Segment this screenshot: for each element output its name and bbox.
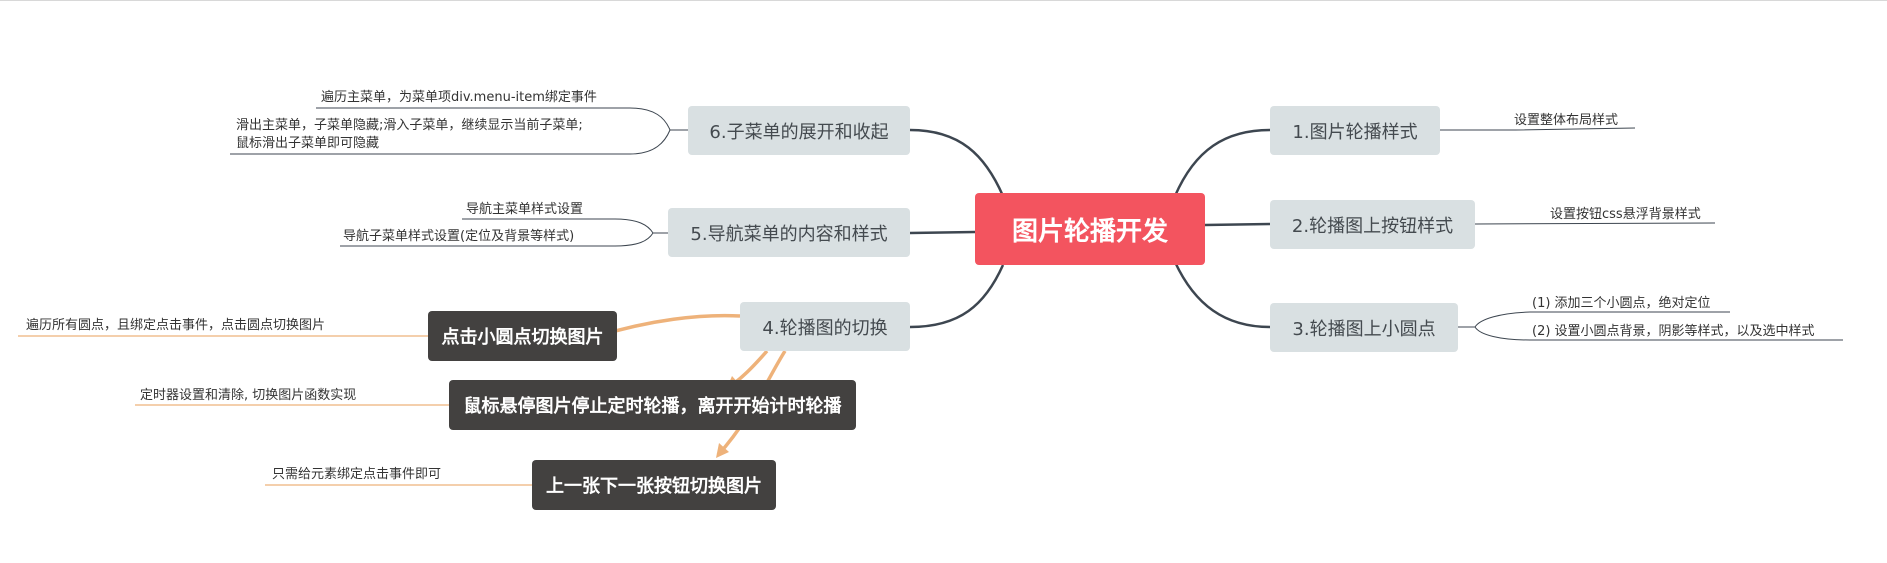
leaf-line-5a bbox=[462, 218, 668, 234]
note-hover-pause: 定时器设置和清除, 切换图片函数实现 bbox=[140, 388, 357, 403]
leaf-line-5b bbox=[340, 232, 654, 247]
leaf-line-3a bbox=[1458, 311, 1730, 328]
note-1: 设置整体布局样式 bbox=[1514, 113, 1619, 128]
link-center-1 bbox=[1173, 128, 1271, 197]
arrow-to-dots bbox=[597, 313, 741, 338]
topic-6[interactable]: 6.子菜单的展开和收起 bbox=[688, 106, 910, 155]
link-center-6 bbox=[909, 128, 1005, 197]
center-topic[interactable]: 图片轮播开发 bbox=[975, 193, 1205, 265]
topic-4[interactable]: 4.轮播图的切换 bbox=[740, 302, 910, 351]
subtopic-click-dots[interactable]: 点击小圆点切换图片 bbox=[428, 311, 617, 361]
link-center-5 bbox=[909, 230, 976, 235]
leaf-line-1 bbox=[1440, 127, 1636, 131]
link-center-4 bbox=[909, 264, 1005, 329]
note-prev-next: 只需给元素绑定点击事件即可 bbox=[272, 467, 442, 482]
note-6a: 遍历主菜单，为菜单项div.menu-item绑定事件 bbox=[321, 90, 597, 105]
note-5b: 导航子菜单样式设置(定位及背景等样式) bbox=[343, 229, 575, 244]
topic-3[interactable]: 3.轮播图上小圆点 bbox=[1270, 303, 1458, 352]
topic-1[interactable]: 1.图片轮播样式 bbox=[1270, 106, 1440, 155]
subtopic-hover-pause[interactable]: 鼠标悬停图片停止定时轮播，离开开始计时轮播 bbox=[449, 380, 856, 430]
leaf-line-3b bbox=[1474, 326, 1843, 341]
note-2: 设置按钮css悬浮背景样式 bbox=[1550, 207, 1701, 222]
note-3a: (1) 添加三个小圆点，绝对定位 bbox=[1532, 296, 1711, 311]
note-3b: (2) 设置小圆点背景，阴影等样式，以及选中样式 bbox=[1532, 324, 1815, 339]
topic-5[interactable]: 5.导航菜单的内容和样式 bbox=[668, 208, 910, 257]
link-center-2 bbox=[1204, 222, 1271, 227]
topic-2[interactable]: 2.轮播图上按钮样式 bbox=[1270, 200, 1475, 249]
note-click-dots: 遍历所有圆点，且绑定点击事件，点击圆点切换图片 bbox=[26, 318, 326, 333]
leaf-line-6b bbox=[230, 129, 671, 155]
note-6b: 滑出主菜单，子菜单隐藏;滑入子菜单，继续显示当前子菜单; 鼠标滑出子菜单即可隐藏 bbox=[236, 118, 583, 151]
top-border bbox=[0, 0, 1887, 1]
note-5a: 导航主菜单样式设置 bbox=[466, 202, 584, 217]
link-center-3 bbox=[1173, 261, 1271, 329]
subtopic-prev-next[interactable]: 上一张下一张按钮切换图片 bbox=[532, 460, 776, 510]
arrow-head-buttons bbox=[716, 443, 729, 458]
leaf-line-2 bbox=[1474, 222, 1716, 225]
leaf-line-6a bbox=[316, 107, 688, 131]
